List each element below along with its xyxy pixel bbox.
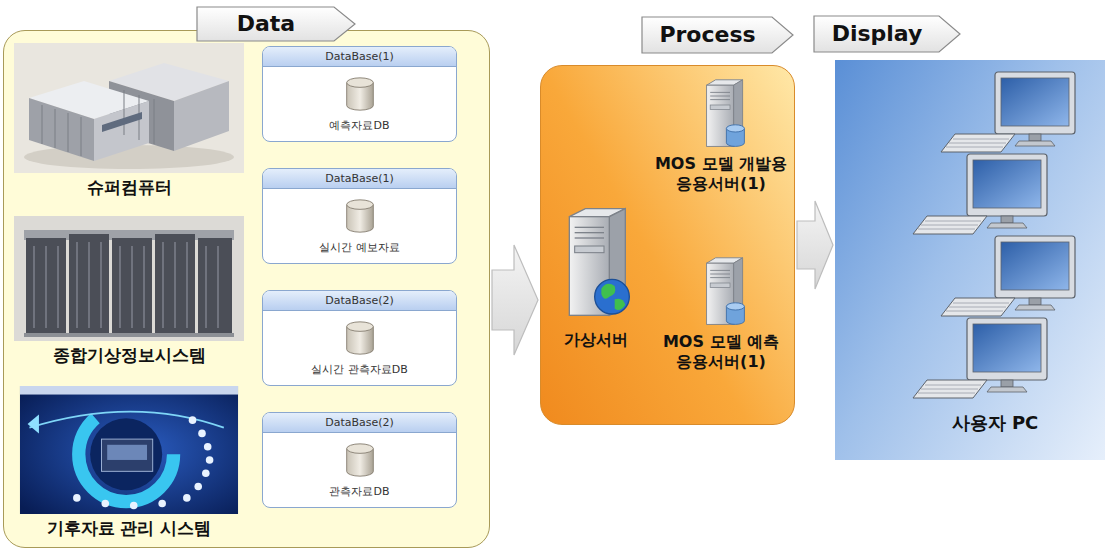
database-box: DataBase(2) 실시간 관측자료DB bbox=[262, 290, 457, 386]
database-title: DataBase(2) bbox=[263, 291, 456, 311]
system-illustration-art bbox=[14, 43, 244, 173]
system-illustration bbox=[14, 386, 244, 514]
process-panel: Process가상서버MOS 모델 개발용 응용서버(1)MOS 모델 예측 응… bbox=[540, 65, 795, 425]
server-icon bbox=[651, 78, 791, 150]
server-node: MOS 모델 개발용 응용서버(1) bbox=[651, 78, 791, 194]
database-icon bbox=[340, 75, 380, 113]
tab-label: Process bbox=[641, 16, 774, 54]
database-icon bbox=[340, 441, 380, 479]
display-panel: Display사용자 PC bbox=[835, 60, 1105, 460]
system-illustration-art bbox=[14, 216, 244, 341]
pc-illustration bbox=[895, 68, 1095, 408]
server-icon-art bbox=[707, 258, 745, 325]
database-icon bbox=[340, 319, 380, 357]
database-label: 실시간 관측자료DB bbox=[311, 362, 408, 377]
database-icon-art bbox=[346, 444, 373, 476]
system-figure: 기후자료 관리 시스템 bbox=[14, 386, 244, 539]
tab-outline bbox=[642, 17, 793, 53]
database-label: 실시간 예보자료 bbox=[319, 240, 400, 255]
database-icon-art bbox=[346, 322, 373, 354]
caption: 종합기상정보시스템 bbox=[53, 345, 206, 366]
server-icon-art bbox=[569, 209, 629, 316]
system-illustration bbox=[14, 216, 244, 341]
system-figure: 슈퍼컴퓨터 bbox=[14, 43, 244, 198]
server-icon bbox=[651, 256, 791, 328]
caption: 슈퍼컴퓨터 bbox=[87, 177, 172, 198]
system-illustration bbox=[14, 43, 244, 173]
database-icon-art bbox=[346, 200, 373, 232]
data-panel: Data슈퍼컴퓨터종합기상정보시스템기후자료 관리 시스템DataBase(1)… bbox=[3, 30, 490, 548]
tab-outline bbox=[197, 7, 355, 41]
flow-arrow bbox=[797, 201, 833, 289]
database-box: DataBase(2) 관측자료DB bbox=[262, 412, 457, 508]
pc-illustration-art bbox=[913, 72, 1075, 398]
tab-outline bbox=[814, 16, 960, 52]
database-icon bbox=[340, 197, 380, 235]
system-figure: 종합기상정보시스템 bbox=[14, 216, 244, 366]
database-title: DataBase(1) bbox=[263, 47, 456, 67]
server-node: 가상서버 bbox=[546, 206, 646, 350]
database-title: DataBase(2) bbox=[263, 413, 456, 433]
server-icon-art bbox=[707, 80, 745, 147]
database-body: 실시간 예보자료 bbox=[263, 189, 456, 263]
database-body: 실시간 관측자료DB bbox=[263, 311, 456, 385]
caption: MOS 모델 개발용 응용서버(1) bbox=[651, 154, 791, 194]
caption: MOS 모델 예측 응용서버(1) bbox=[651, 332, 791, 372]
database-body: 예측자료DB bbox=[263, 67, 456, 141]
database-body: 관측자료DB bbox=[263, 433, 456, 507]
server-node: MOS 모델 예측 응용서버(1) bbox=[651, 256, 791, 372]
caption: 가상서버 bbox=[564, 330, 628, 350]
database-box: DataBase(1) 예측자료DB bbox=[262, 46, 457, 142]
database-label: 예측자료DB bbox=[329, 118, 389, 133]
database-icon-art bbox=[346, 78, 373, 110]
header-tab: Process bbox=[641, 16, 794, 54]
header-tab: Data bbox=[196, 6, 356, 42]
user-pc-node: 사용자 PC bbox=[895, 68, 1095, 435]
header-tab: Display bbox=[813, 15, 961, 53]
database-box: DataBase(1) 실시간 예보자료 bbox=[262, 168, 457, 264]
system-illustration-art bbox=[20, 386, 238, 514]
database-label: 관측자료DB bbox=[329, 484, 389, 499]
caption: 기후자료 관리 시스템 bbox=[47, 518, 212, 539]
caption: 사용자 PC bbox=[952, 412, 1039, 435]
tab-label: Data bbox=[196, 6, 336, 42]
server-icon bbox=[546, 206, 646, 326]
flow-arrow bbox=[492, 245, 538, 355]
tab-label: Display bbox=[813, 15, 941, 53]
database-title: DataBase(1) bbox=[263, 169, 456, 189]
